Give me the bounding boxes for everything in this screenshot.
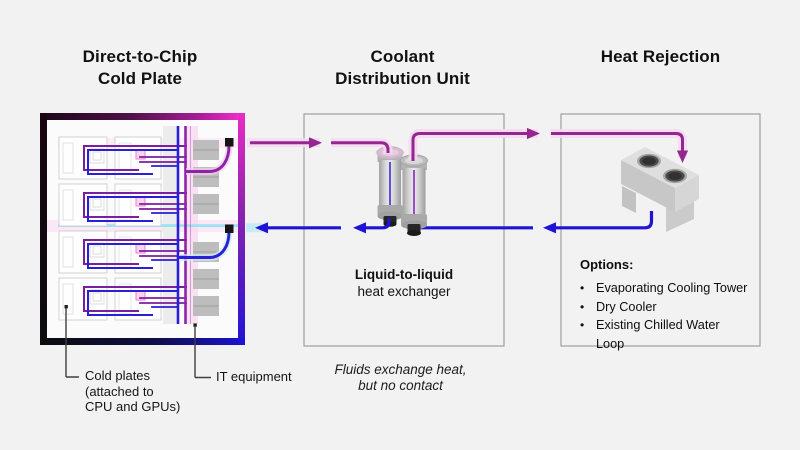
option-label: Evaporating Cooling Tower — [596, 281, 748, 295]
option-item: • Existing Chilled Water Loop — [580, 316, 750, 353]
bullet-icon: • — [580, 318, 585, 332]
option-label: Dry Cooler — [596, 299, 657, 314]
callout-cold-plates: Cold plates (attached to CPU and GPUs) — [85, 368, 205, 415]
cold-flow-arrowheads — [255, 222, 556, 234]
hot-flow-arrowheads — [309, 127, 689, 163]
callout-line: (attached to — [85, 383, 154, 399]
coolant-manifolds — [176, 126, 191, 324]
hot-arrow-into-cdu — [309, 137, 322, 149]
title-line: Cold Plate — [97, 69, 183, 88]
hot-flow-lines — [250, 132, 684, 161]
heat-rejection-outline-box — [560, 113, 761, 347]
cold-arrow-into-cdu — [543, 222, 556, 234]
server-trays — [58, 136, 187, 321]
options-heading: Options: — [580, 257, 634, 272]
title-line: Direct-to-Chip — [82, 47, 198, 66]
heat-rejection-options: Options: • Evaporating Cooling Tower • D… — [580, 257, 750, 353]
cold-flow-path — [246, 211, 654, 234]
option-label: Existing Chilled Water Loop — [596, 318, 720, 351]
bullet-icon: • — [580, 299, 585, 314]
heat-exchanger-label: Liquid-to-liquid heat exchanger — [304, 266, 504, 300]
callout-line: CPU and GPUs) — [85, 399, 181, 414]
cooler-front-face — [621, 160, 675, 212]
callout-line: IT equipment — [216, 369, 292, 384]
hot-arrow-into-cooler — [676, 150, 689, 163]
title-heat-rejection: Heat Rejection — [558, 46, 763, 68]
cold-flow-lines — [268, 211, 654, 230]
title-line: Distribution Unit — [335, 69, 470, 88]
option-item: • Evaporating Cooling Tower — [580, 279, 750, 298]
option-item: • Dry Cooler — [580, 298, 750, 317]
callout-line: Cold plates — [85, 368, 151, 383]
cold-arrow-into-rack — [255, 222, 268, 234]
heat-exchanger-cylinders — [375, 146, 428, 236]
cooler-fan — [663, 168, 687, 184]
hot-flow-path — [247, 127, 689, 163]
title-direct-to-chip: Direct-to-Chip Cold Plate — [40, 46, 240, 90]
cold-arrow-out-of-cdu — [353, 222, 366, 234]
cold-port-connector — [225, 224, 234, 233]
bullet-icon: • — [580, 281, 585, 295]
options-list: • Evaporating Cooling Tower • Dry Cooler… — [580, 279, 750, 353]
tray-row — [58, 230, 187, 274]
server-rack — [40, 113, 245, 379]
cooler-fan — [637, 153, 661, 169]
dry-cooler-unit — [621, 147, 699, 232]
cdu-outline-box — [303, 113, 505, 347]
cooler-side-face — [675, 175, 699, 212]
rack-border — [40, 113, 245, 345]
rack-connector-pipes — [179, 145, 233, 261]
heat-exchanger-label-rest: heat exchanger — [357, 284, 451, 299]
caption-line: Fluids exchange heat, — [334, 362, 467, 377]
tray-row — [58, 183, 187, 227]
title-line: Coolant — [370, 47, 435, 66]
callout-lines — [64, 305, 211, 379]
hot-port-connector — [225, 138, 234, 147]
hot-arrow-out-of-cdu — [527, 127, 540, 140]
heat-exchanger-label-bold: Liquid-to-liquid — [354, 267, 454, 282]
callout-it-equipment: IT equipment — [216, 369, 326, 385]
cooler-left-leg — [622, 186, 636, 213]
tray-row — [58, 277, 187, 321]
title-line: Heat Rejection — [600, 47, 721, 66]
title-coolant-distribution-unit: Coolant Distribution Unit — [300, 46, 505, 90]
fluids-exchange-caption: Fluids exchange heat, but no contact — [298, 362, 503, 394]
caption-line: but no contact — [358, 378, 443, 393]
tray-row — [58, 136, 187, 180]
